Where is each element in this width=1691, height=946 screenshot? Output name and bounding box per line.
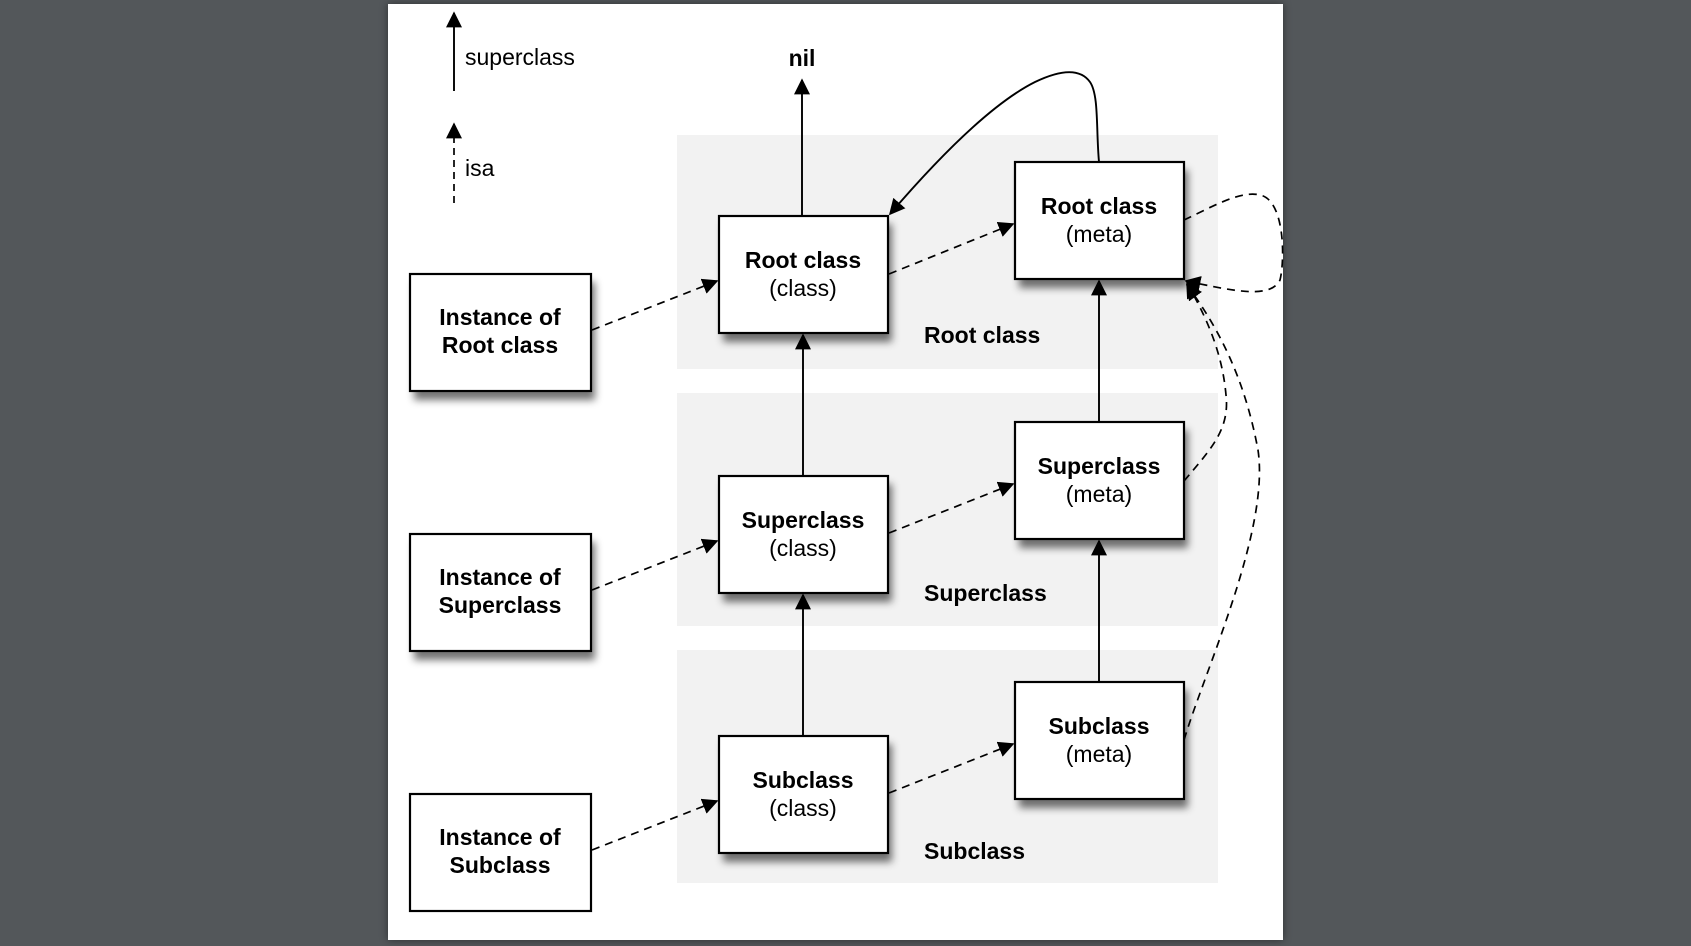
band-label-root: Root class <box>924 322 1040 348</box>
meta-sub-title: Subclass <box>1049 713 1150 739</box>
class-root-box[interactable]: Root class (class) <box>717 214 892 342</box>
band-label-superclass: Superclass <box>924 580 1047 606</box>
class-sub-title: Subclass <box>753 767 854 793</box>
meta-sub-box[interactable]: Subclass (meta) <box>1013 680 1188 808</box>
legend-superclass-label: superclass <box>465 44 575 70</box>
instance-sub-line1: Instance of <box>439 824 561 850</box>
edge-meta-sub-to-meta-root <box>1183 283 1261 741</box>
class-root-title: Root class <box>745 247 861 273</box>
meta-root-subtitle: (meta) <box>1066 221 1132 247</box>
class-super-title: Superclass <box>742 507 865 533</box>
edge-meta-root-to-class-root <box>888 71 1100 216</box>
meta-super-title: Superclass <box>1038 453 1161 479</box>
instance-sub-box[interactable]: Instance of Subclass <box>408 792 593 913</box>
meta-root-title: Root class <box>1041 193 1157 219</box>
edge-meta-root-to-self <box>1183 193 1284 293</box>
meta-super-box[interactable]: Superclass (meta) <box>1013 420 1188 548</box>
instance-sub-line2: Subclass <box>450 852 551 878</box>
legend: superclass isa <box>446 11 575 203</box>
nil-label: nil <box>789 45 816 71</box>
instance-super-box[interactable]: Instance of Superclass <box>408 532 595 660</box>
meta-root-box[interactable]: Root class (meta) <box>1013 160 1188 288</box>
instance-super-line1: Instance of <box>439 564 561 590</box>
instance-super-line2: Superclass <box>439 592 562 618</box>
meta-super-subtitle: (meta) <box>1066 481 1132 507</box>
instance-root-line2: Root class <box>442 332 558 358</box>
instance-root-box[interactable]: Instance of Root class <box>408 272 595 400</box>
band-label-subclass: Subclass <box>924 838 1025 864</box>
legend-isa-label: isa <box>465 155 495 181</box>
class-root-subtitle: (class) <box>769 275 837 301</box>
instance-root-line1: Instance of <box>439 304 561 330</box>
class-sub-subtitle: (class) <box>769 795 837 821</box>
class-super-subtitle: (class) <box>769 535 837 561</box>
meta-sub-subtitle: (meta) <box>1066 741 1132 767</box>
class-sub-box[interactable]: Subclass (class) <box>717 734 892 862</box>
class-super-box[interactable]: Superclass (class) <box>717 474 892 602</box>
edge-meta-super-to-meta-root <box>1183 281 1228 482</box>
